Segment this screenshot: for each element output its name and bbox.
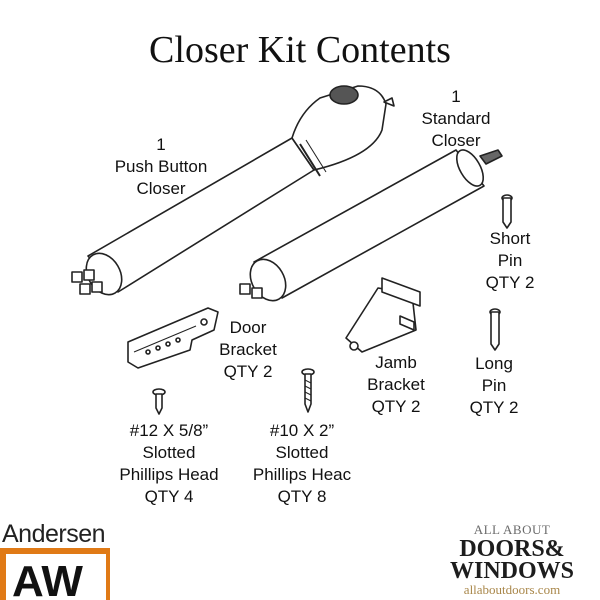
standard-closer-label: 1 Standard Closer bbox=[421, 87, 491, 150]
long-pin-drawing bbox=[489, 308, 501, 351]
push-button-closer-drawing bbox=[71, 85, 395, 296]
door-bracket-drawing bbox=[127, 307, 219, 369]
short-pin-drawing bbox=[501, 194, 513, 229]
push-button-closer-label: 1 Push Button Closer bbox=[114, 135, 208, 198]
allaboutdoors-line3: WINDOWS bbox=[449, 558, 575, 584]
allaboutdoors-line2: DOORS& bbox=[459, 536, 565, 562]
standard-closer-drawing bbox=[239, 149, 503, 302]
andersen-logo-text: Andersen bbox=[2, 520, 106, 548]
page-title: Closer Kit Contents bbox=[149, 29, 451, 71]
screw-10-drawing bbox=[301, 368, 315, 413]
long-pin-label: Long Pin QTY 2 bbox=[469, 354, 519, 417]
allaboutdoors-logo: ALL ABOUT DOORS& WINDOWS allaboutdoors.c… bbox=[432, 522, 592, 598]
jamb-bracket-drawing bbox=[345, 277, 421, 353]
screw-12-drawing bbox=[152, 388, 166, 415]
screw-10-label: #10 X 2” Slotted Phillips Heac QTY 8 bbox=[252, 421, 352, 506]
screw-12-label: #12 X 5/8” Slotted Phillips Head QTY 4 bbox=[119, 421, 219, 506]
andersen-mark: AW bbox=[12, 557, 83, 600]
jamb-bracket-label: Jamb Bracket QTY 2 bbox=[367, 353, 425, 416]
allaboutdoors-line1: ALL ABOUT bbox=[473, 522, 551, 537]
andersen-logo: AW bbox=[0, 548, 110, 600]
short-pin-label: Short Pin QTY 2 bbox=[485, 229, 535, 292]
door-bracket-label: Door Bracket QTY 2 bbox=[219, 318, 277, 381]
allaboutdoors-url: allaboutdoors.com bbox=[463, 582, 561, 597]
